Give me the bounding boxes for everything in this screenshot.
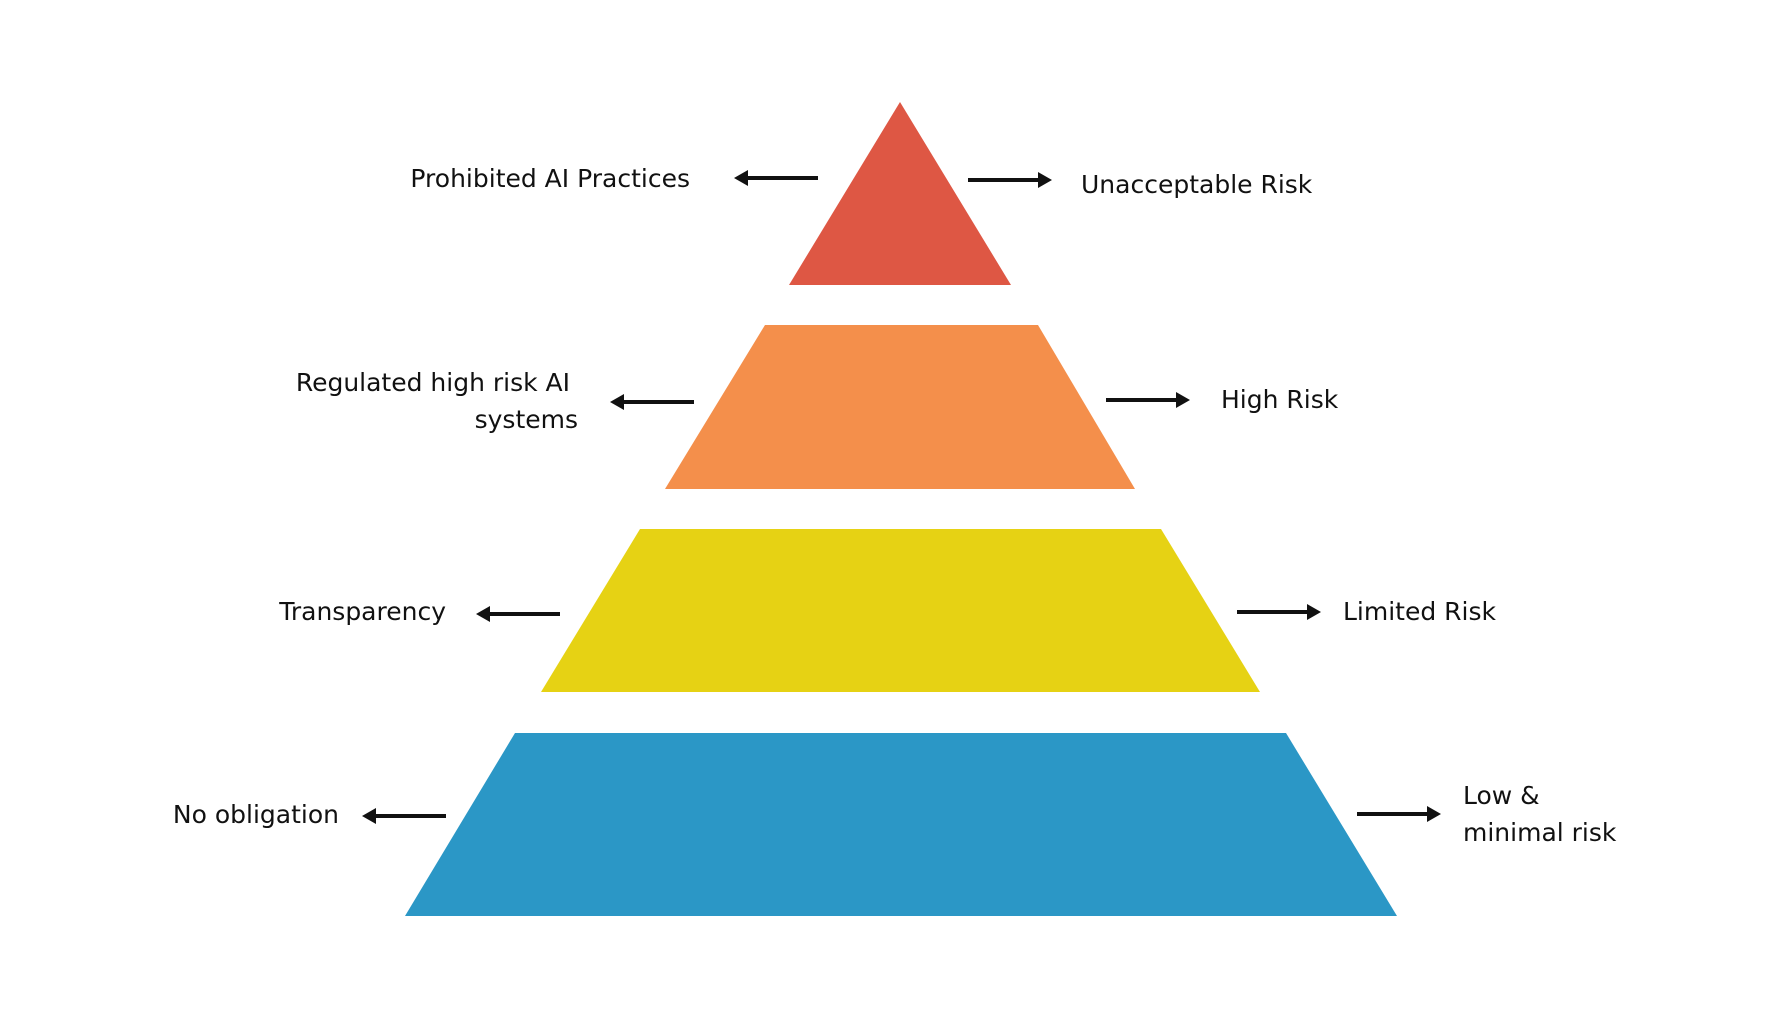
tier-shape-minimal <box>405 733 1397 916</box>
left-label-regulated-high-risk: Regulated high risk AI systems <box>296 368 578 434</box>
left-label-no-obligation: No obligation <box>173 800 339 829</box>
tier-shape-limited <box>541 529 1260 692</box>
left-label-transparency: Transparency <box>278 597 446 626</box>
tier-high-risk: Regulated high risk AI systems High Risk <box>296 325 1339 489</box>
left-arrow-icon <box>734 170 818 186</box>
right-arrow-icon <box>1237 604 1321 620</box>
left-label-prohibited-ai-practices: Prohibited AI Practices <box>410 164 690 193</box>
right-arrow-icon <box>968 172 1052 188</box>
right-label-low-minimal-risk: Low & minimal risk <box>1463 781 1617 847</box>
tier-minimal-risk: No obligation Low & minimal risk <box>173 733 1617 916</box>
right-label-unacceptable-risk: Unacceptable Risk <box>1081 170 1313 199</box>
left-arrow-icon <box>476 606 560 622</box>
tier-unacceptable-risk: Prohibited AI Practices Unacceptable Ris… <box>410 102 1313 285</box>
left-arrow-icon <box>610 394 694 410</box>
right-arrow-icon <box>1357 806 1441 822</box>
right-label-limited-risk: Limited Risk <box>1343 597 1497 626</box>
tier-shape-unacceptable <box>789 102 1011 285</box>
right-arrow-icon <box>1106 392 1190 408</box>
tier-shape-high <box>665 325 1135 489</box>
tier-limited-risk: Transparency Limited Risk <box>278 529 1497 692</box>
left-arrow-icon <box>362 808 446 824</box>
right-label-high-risk: High Risk <box>1221 385 1339 414</box>
